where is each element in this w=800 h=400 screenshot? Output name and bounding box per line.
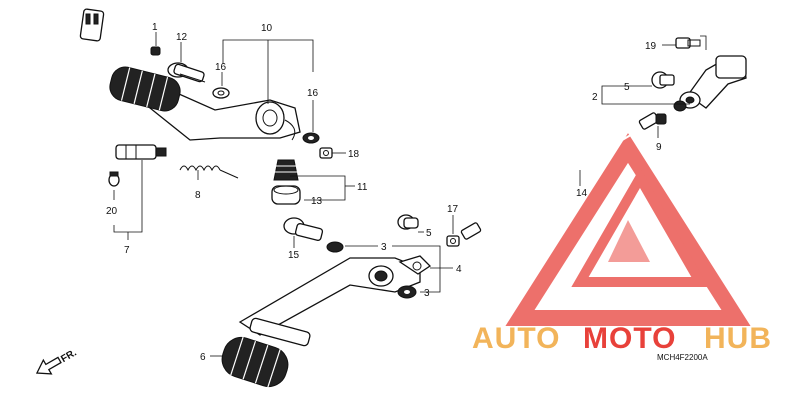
nut-9 [655, 113, 667, 125]
tie-rod-14 [460, 112, 661, 240]
callout-2: 2 [592, 92, 598, 103]
leader-lines [113, 32, 707, 357]
callout-19: 19 [645, 41, 657, 52]
bolt-5a [651, 71, 675, 89]
watermark-auto: AUTO [472, 322, 560, 355]
callout-16b: 16 [307, 88, 319, 99]
washer-16b [302, 132, 320, 144]
washer-nut-14b [673, 100, 687, 112]
nut-1 [150, 46, 161, 56]
pedal-arm [221, 255, 432, 388]
callout-5a: 5 [624, 82, 630, 93]
callout-17: 17 [447, 204, 459, 215]
front-direction-arrow: FR. [35, 347, 79, 375]
callout-4: 4 [456, 264, 462, 275]
shift-arm-2 [679, 55, 747, 109]
callout-13: 13 [311, 196, 323, 207]
callout-6: 6 [200, 352, 206, 363]
callout-11: 11 [357, 182, 368, 193]
spring-8 [179, 165, 239, 179]
bolt-12 [167, 62, 206, 83]
callout-5b: 5 [426, 228, 432, 239]
callout-3b: 3 [424, 288, 430, 299]
rear-footpeg-bracket [109, 66, 301, 141]
callout-10: 10 [261, 23, 273, 34]
callout-14: 14 [576, 188, 588, 199]
nut-18 [319, 147, 333, 159]
watermark-moto: MOTO [583, 322, 676, 355]
callout-12: 12 [176, 32, 188, 43]
watermark-wordmark: AUTO MOTO HUB [472, 322, 772, 355]
callout-8: 8 [195, 190, 201, 201]
nut-17 [446, 235, 460, 247]
callout-9: 9 [656, 142, 662, 153]
callout-7: 7 [124, 245, 130, 256]
callout-labels: 1 12 10 16 16 18 8 11 13 20 7 15 17 5 3 … [106, 22, 662, 363]
washer-3b [397, 285, 417, 299]
pivot-bolt-15 [283, 217, 344, 253]
bolt-5b [397, 214, 419, 230]
callout-20: 20 [106, 206, 118, 217]
neutral-switch-cable [68, 8, 167, 187]
callout-1: 1 [152, 22, 158, 33]
callout-16a: 16 [215, 62, 227, 73]
watermark-logo [505, 133, 751, 326]
callout-3a: 3 [381, 242, 387, 253]
callout-15: 15 [288, 250, 300, 261]
boot-13 [271, 159, 301, 205]
bolt-19 [675, 37, 701, 49]
front-direction-label: FR. [59, 347, 79, 365]
callout-18: 18 [348, 149, 360, 160]
washer-16a [212, 87, 230, 99]
watermark-hub: HUB [704, 322, 772, 355]
diagram-code: MCH4F2200A [657, 353, 708, 362]
